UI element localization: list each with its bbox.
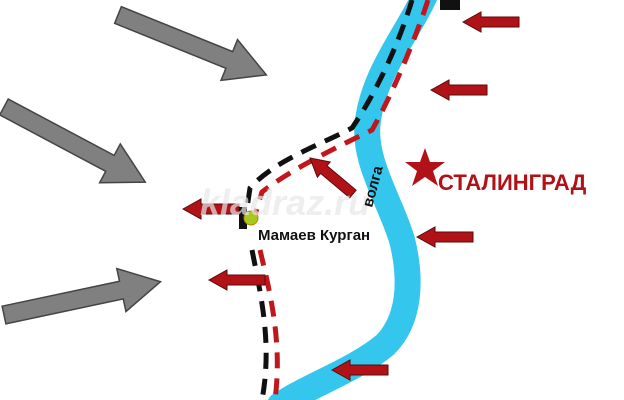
hill-label: Мамаев Курган [258,227,370,244]
soviet-arrow [430,79,488,101]
german-attack-arrow [109,0,276,97]
soviet-arrow [462,11,520,33]
watermark: kladraz.ru [200,182,370,223]
soviet-arrow [416,226,474,248]
soviet-arrow [208,269,266,291]
german-attack-arrow [0,86,157,203]
german-attack-arrow [0,259,166,338]
hill-marker-base [239,207,247,229]
city-label: СТАЛИНГРАД [438,170,587,195]
hill-marker [243,210,259,226]
city-star-icon [405,148,445,186]
front-line-black [243,0,415,400]
position-marker [440,0,460,10]
front-line-red [252,0,431,400]
